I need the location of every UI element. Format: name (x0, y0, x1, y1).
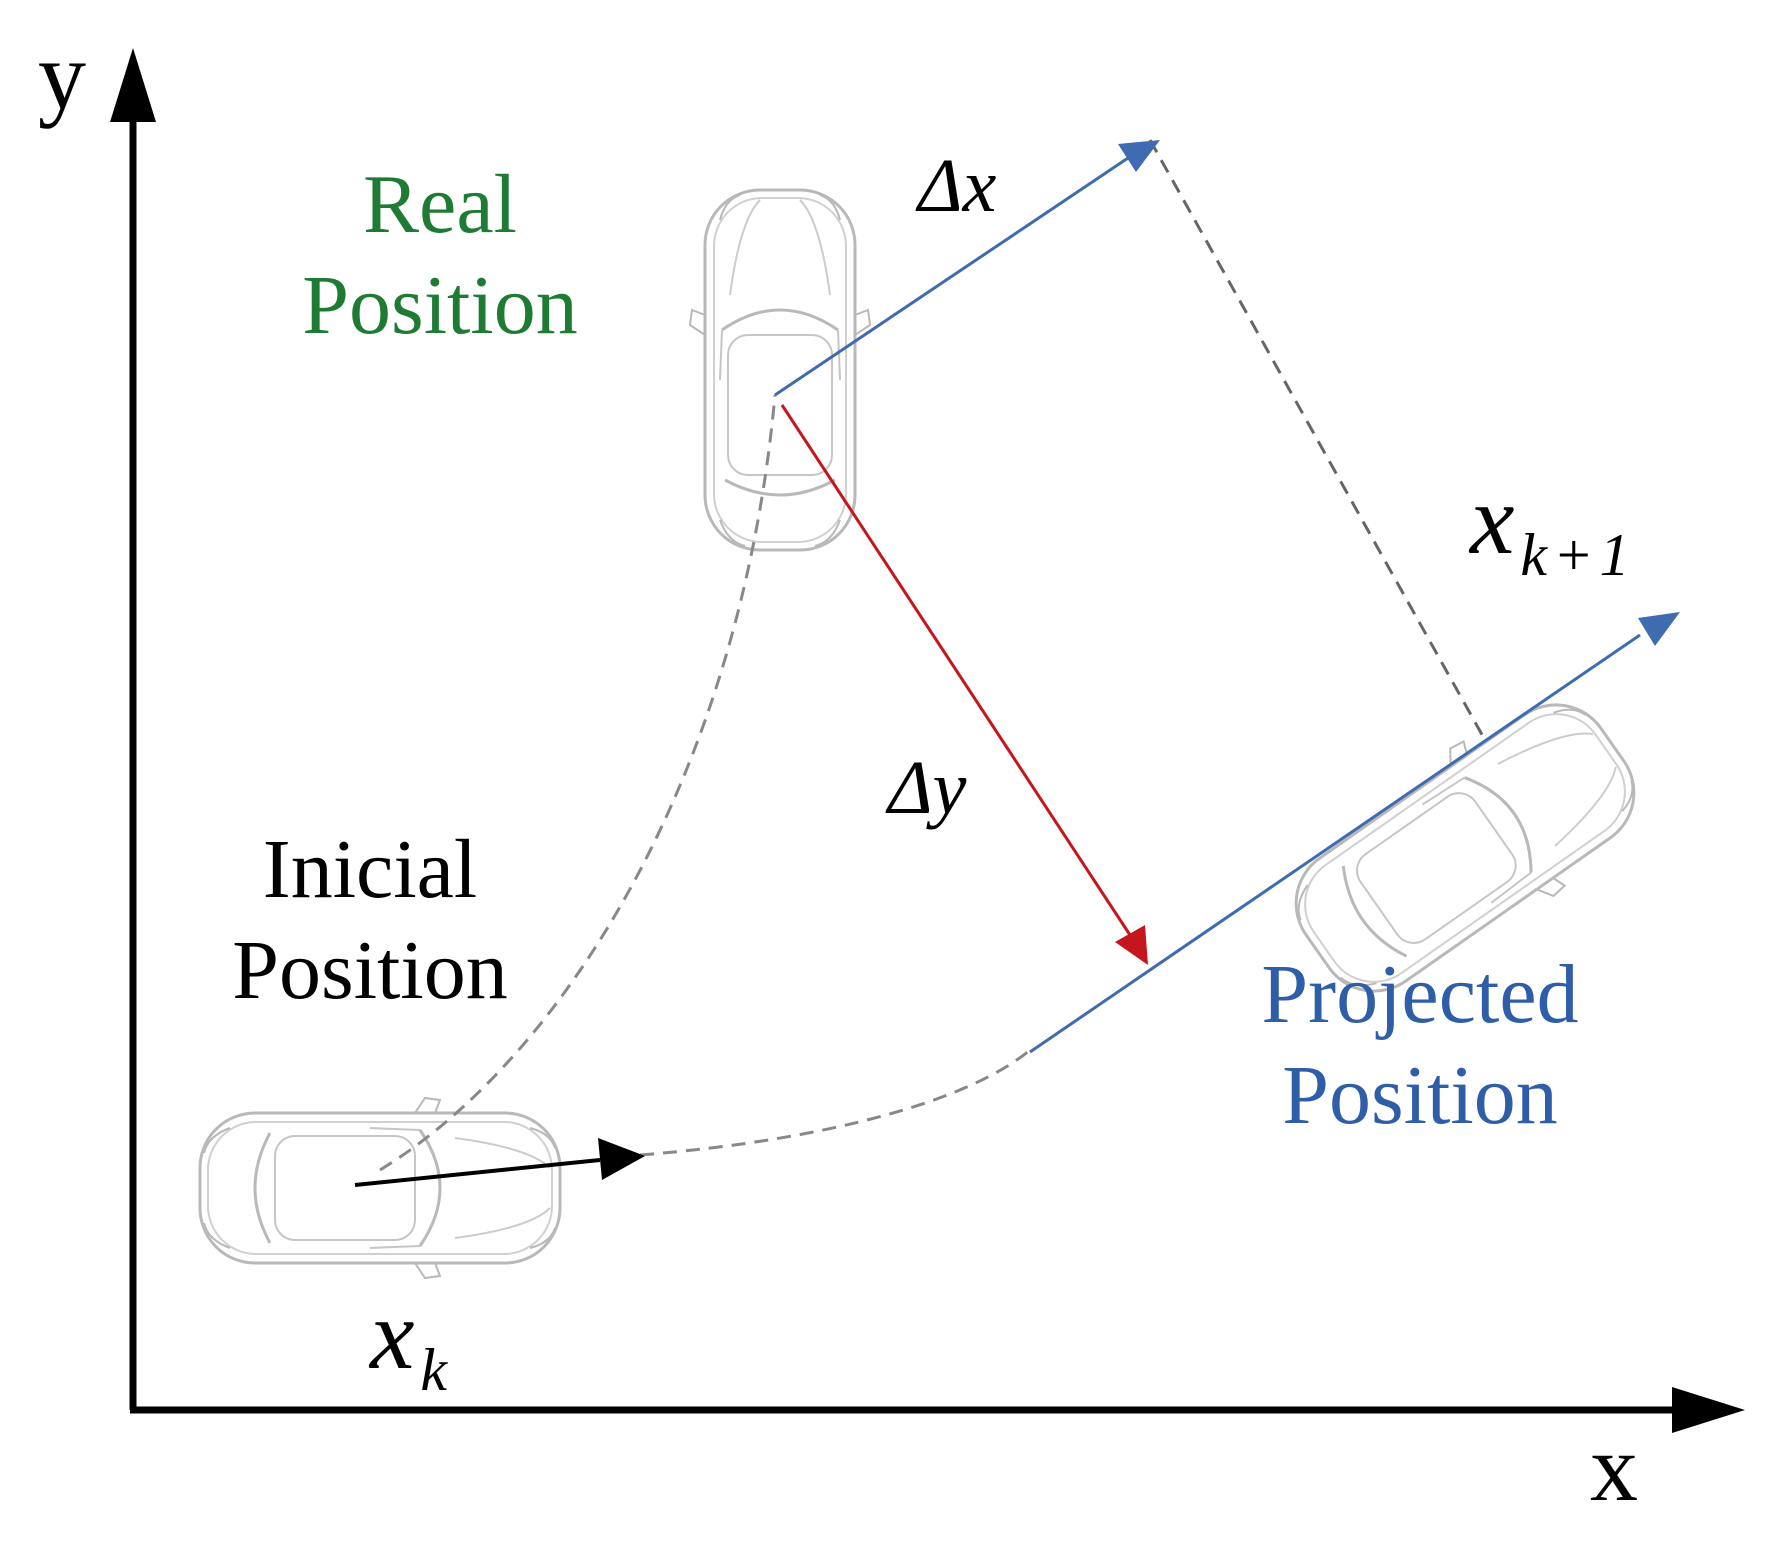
initial-heading-arrowhead (598, 1138, 645, 1180)
car-initial-icon (198, 1096, 562, 1280)
initial-position-line2: Position (232, 923, 508, 1017)
real-position-line1: Real (363, 158, 517, 251)
dashed-path-initial-to-real (379, 394, 777, 1172)
y-axis-label: y (38, 22, 86, 129)
delta-y-label: Δy (888, 746, 967, 830)
real-position-line2: Position (302, 258, 578, 352)
delta-y-arrow (780, 404, 1132, 936)
real-position-label: Real Position (255, 155, 625, 357)
initial-position-label: Inicial Position (195, 820, 545, 1022)
delta-x-arrow (774, 156, 1129, 397)
xk-subscript: k (420, 1337, 454, 1403)
xk-base: x (370, 1279, 415, 1390)
projected-position-label: Projected Position (1205, 945, 1635, 1147)
dashed-path-initial-to-projected (639, 1048, 1031, 1157)
projected-trajectory-arrow (1029, 633, 1641, 1054)
delta-y-arrowhead (1115, 925, 1148, 965)
projected-position-line2: Position (1282, 1048, 1558, 1142)
delta-x-arrowhead (1118, 140, 1160, 172)
projected-trajectory-arrowhead (1638, 612, 1680, 646)
initial-heading-arrow (354, 1158, 601, 1187)
dashed-line-dx-to-projected (1148, 139, 1487, 741)
initial-position-line1: Inicial (262, 823, 478, 916)
x-axis-label: x (1590, 1414, 1638, 1521)
xk1-subscript: k+1 (1520, 522, 1636, 588)
x-axis-arrowhead (1672, 1387, 1745, 1433)
y-axis-arrowhead (110, 48, 156, 122)
projected-position-line1: Projected (1261, 948, 1579, 1041)
xk1-base: x (1470, 464, 1515, 575)
delta-x-label: Δx (918, 144, 997, 228)
